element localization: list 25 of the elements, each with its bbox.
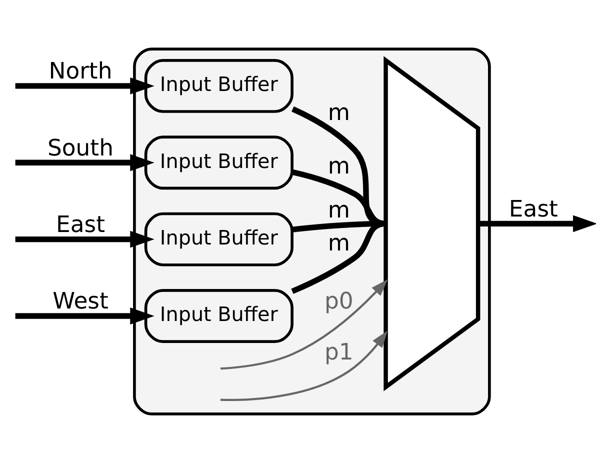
- arrow: [478, 215, 596, 232]
- arrow: [15, 230, 154, 248]
- node-box: Input Buffer: [144, 136, 294, 190]
- edge-label: East: [56, 212, 105, 238]
- edge-label: South: [48, 135, 114, 162]
- cluster: [133, 48, 491, 416]
- arrow: [15, 77, 154, 94]
- edge-label: North: [48, 58, 112, 85]
- node-box: Input Buffer: [144, 212, 294, 266]
- arrow: [15, 154, 154, 172]
- arrow: [15, 308, 154, 324]
- edge-label: m: [328, 154, 350, 180]
- arrow: [220, 330, 388, 402]
- edge-label: p0: [324, 288, 354, 315]
- arrow: [220, 279, 388, 370]
- node-box: Input Buffer: [144, 289, 294, 343]
- edge-label: m: [328, 230, 350, 256]
- edge-label: p1: [324, 340, 354, 366]
- edge-label: m: [328, 100, 350, 126]
- node-box: Input Buffer: [144, 58, 294, 113]
- edge-label: West: [52, 288, 108, 315]
- node-trapezoid: [384, 56, 480, 392]
- edge-label: East: [508, 196, 558, 222]
- connector: [291, 220, 386, 294]
- edge-label: m: [328, 198, 350, 224]
